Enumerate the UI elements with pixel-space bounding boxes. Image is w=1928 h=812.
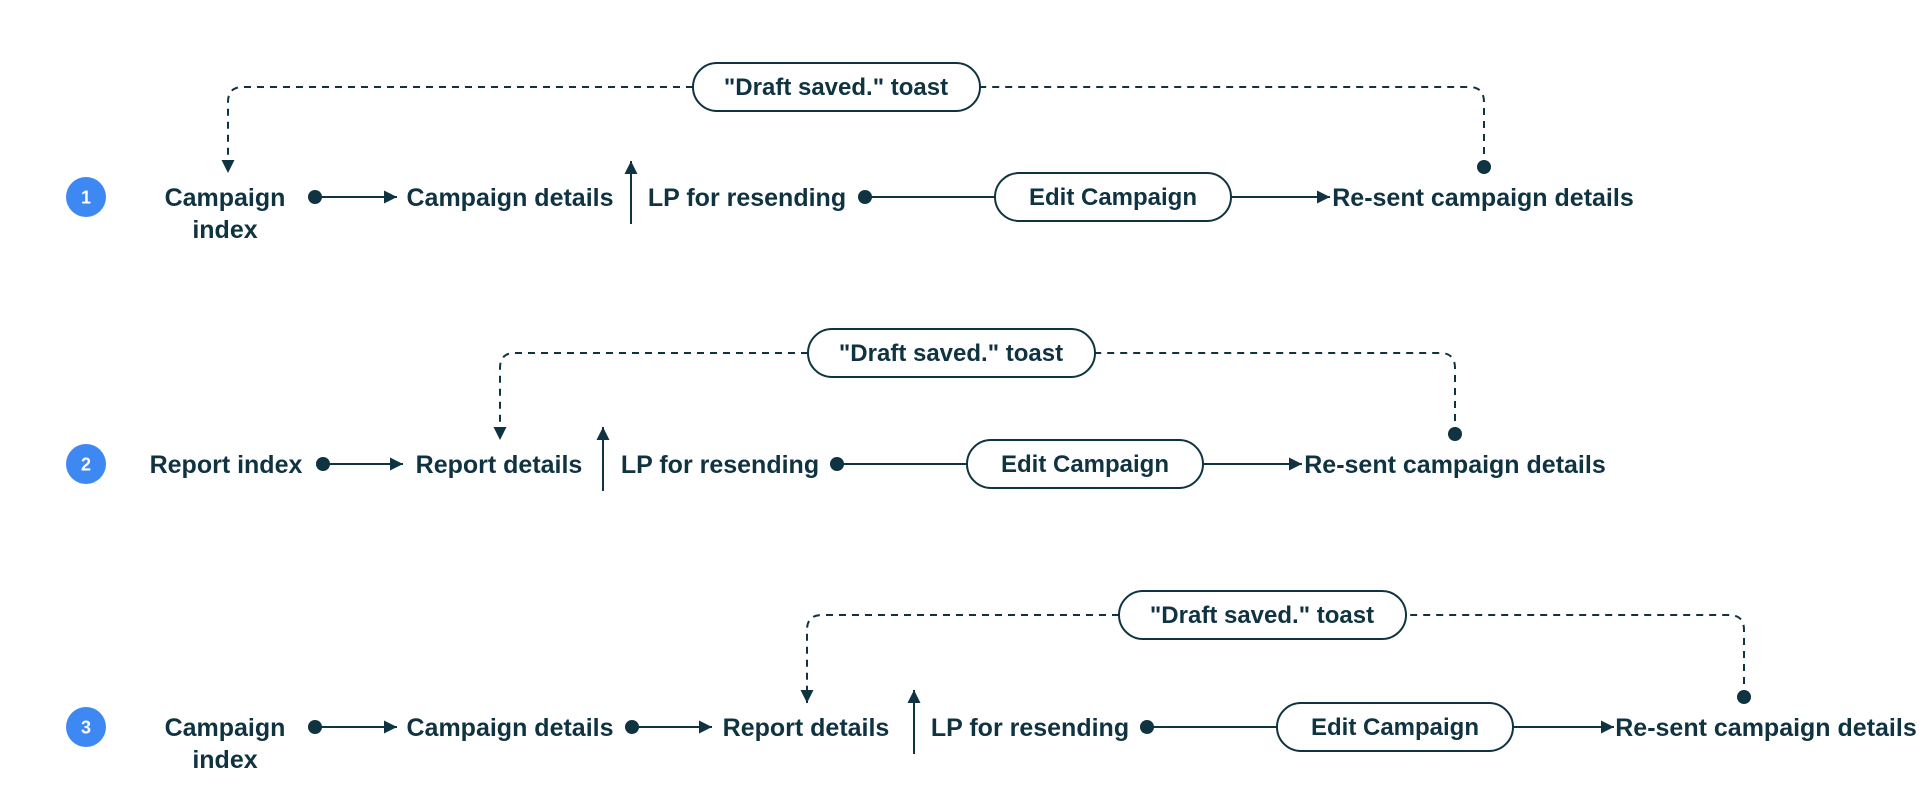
step-number: 1 — [81, 188, 91, 208]
node-campaign-index-line2: index — [192, 216, 257, 244]
draft-saved-toast-pill — [1118, 590, 1407, 640]
node-lp-for-resending: LP for resending — [648, 184, 846, 212]
flow-1: 1 Campaign index Campaign details LP for… — [66, 62, 1634, 244]
node-report-index: Report index — [150, 451, 303, 479]
node-draft-saved-toast: "Draft saved." toast — [839, 340, 1063, 367]
node-campaign-details: Campaign details — [407, 184, 614, 212]
node-campaign-index: Campaign — [165, 714, 286, 742]
dashed-return-path — [228, 86, 1485, 173]
node-re-sent-campaign-details: Re-sent campaign details — [1615, 714, 1916, 742]
flow-2: 2 Report index Report details LP for res… — [66, 328, 1606, 491]
flow-3: 3 Campaign index Campaign details Report… — [66, 590, 1917, 774]
draft-saved-toast-pill — [807, 328, 1096, 378]
step-number-badge — [66, 444, 106, 484]
dashed-return-path — [500, 352, 1456, 440]
step-number-badge — [66, 177, 106, 217]
dashed-return-path — [807, 614, 1745, 703]
node-report-details: Report details — [416, 451, 583, 479]
node-draft-saved-toast: "Draft saved." toast — [1150, 602, 1374, 629]
node-re-sent-campaign-details: Re-sent campaign details — [1304, 451, 1605, 479]
node-report-details: Report details — [723, 714, 890, 742]
node-campaign-details: Campaign details — [407, 714, 614, 742]
step-number-badge — [66, 707, 106, 747]
node-edit-campaign: Edit Campaign — [1001, 451, 1169, 478]
node-lp-for-resending: LP for resending — [931, 714, 1129, 742]
step-number: 3 — [81, 718, 91, 738]
node-edit-campaign: Edit Campaign — [1311, 714, 1479, 741]
node-edit-campaign: Edit Campaign — [1029, 184, 1197, 211]
step-number: 2 — [81, 455, 91, 475]
node-campaign-index-line2: index — [192, 746, 257, 774]
draft-saved-toast-pill — [692, 62, 981, 112]
node-campaign-index: Campaign — [165, 184, 286, 212]
node-re-sent-campaign-details: Re-sent campaign details — [1332, 184, 1633, 212]
node-draft-saved-toast: "Draft saved." toast — [724, 74, 948, 101]
node-lp-for-resending: LP for resending — [621, 451, 819, 479]
